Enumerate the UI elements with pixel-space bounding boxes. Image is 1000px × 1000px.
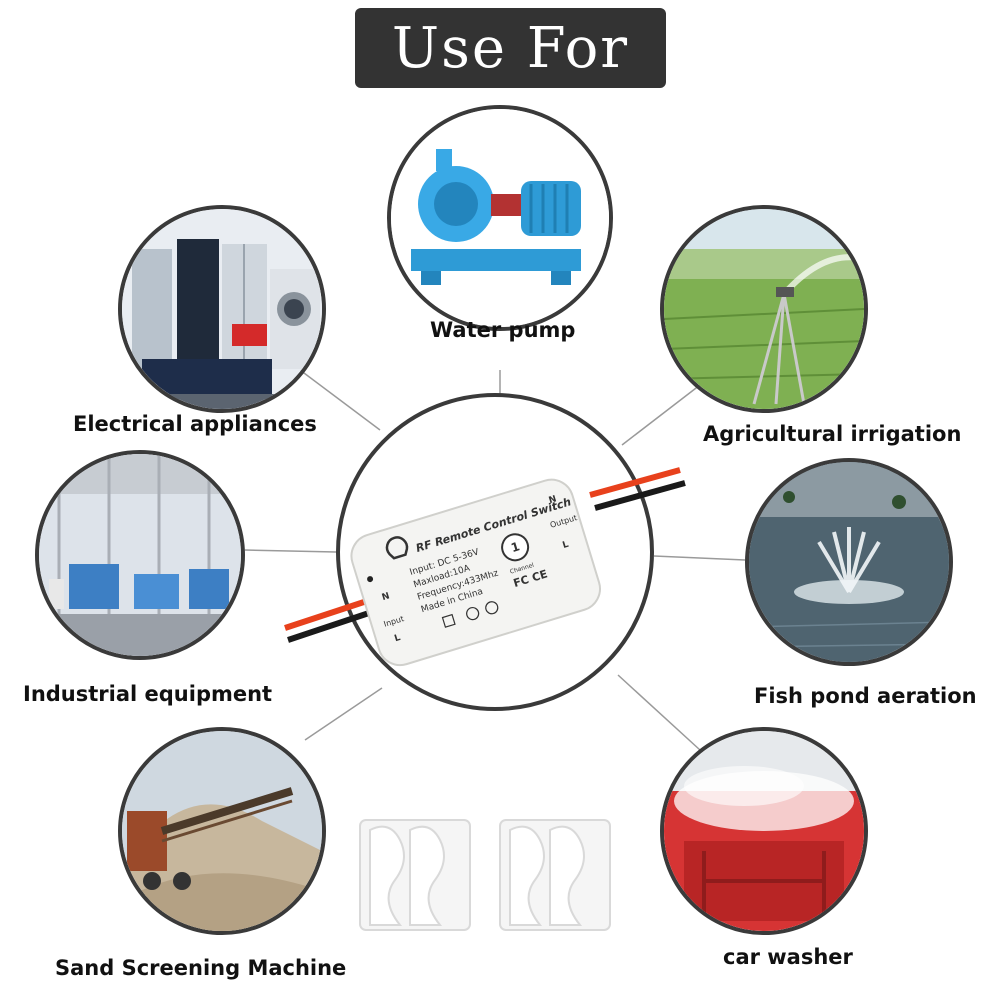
page-title: Use For (391, 15, 630, 81)
label-electrical-appliances: Electrical appliances (73, 412, 317, 436)
l-mark-right: L (561, 540, 570, 551)
bracket-left (359, 819, 471, 931)
bracket-right (499, 819, 611, 931)
agricultural-irrigation-image (660, 205, 868, 413)
mounting-brackets (359, 819, 611, 931)
fish-pond-aeration-image (745, 458, 953, 666)
title-banner: Use For (355, 8, 666, 88)
l-mark-left: L (393, 633, 402, 644)
label-fish-pond-aeration: Fish pond aeration (754, 684, 977, 708)
electrical-appliances-image (118, 205, 326, 413)
label-sand-screening-machine: Sand Screening Machine (55, 956, 347, 980)
label-agricultural-irrigation: Agricultural irrigation (703, 422, 962, 446)
car-washer-image (660, 727, 868, 935)
label-car-washer: car washer (723, 945, 853, 969)
sand-screening-machine-image (118, 727, 326, 935)
channel-number: 1 (509, 539, 521, 555)
n-mark-right: N (548, 494, 558, 506)
water-pump-image (387, 105, 613, 331)
n-mark-left: N (381, 591, 391, 603)
label-industrial-equipment: Industrial equipment (23, 682, 273, 706)
label-water-pump: Water pump (430, 318, 576, 342)
